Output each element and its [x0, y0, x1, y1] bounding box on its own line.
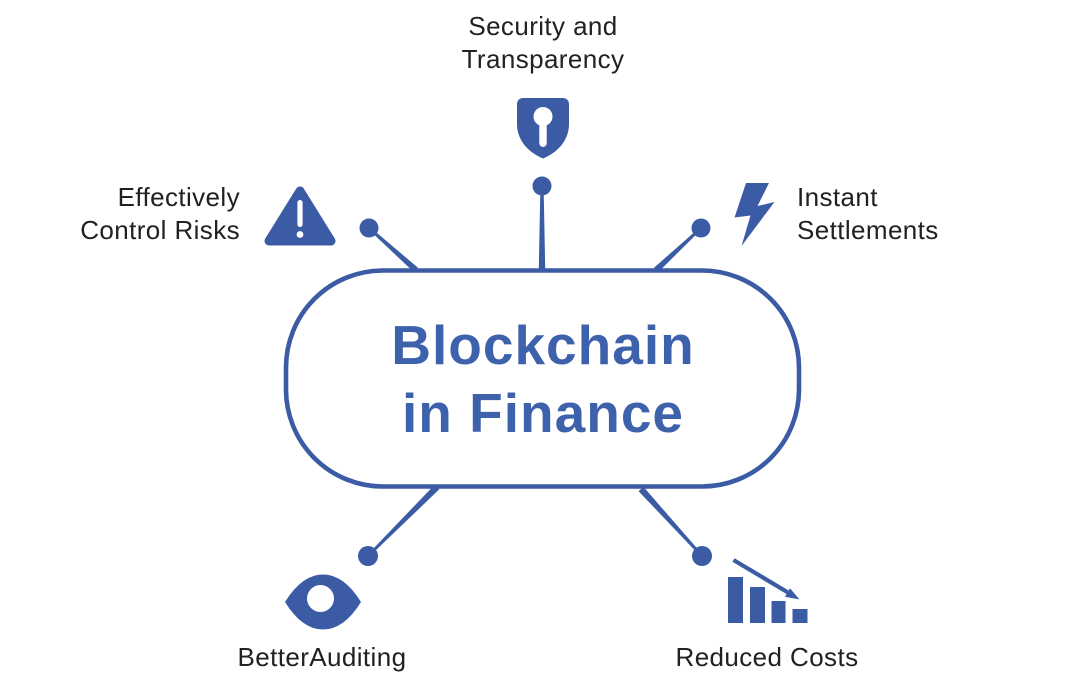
shield-lock-icon — [517, 98, 569, 159]
center-title-line1: Blockchain — [391, 314, 695, 376]
spoke-lower-right — [638, 486, 703, 557]
dot-upper-right — [691, 218, 711, 238]
label-instant-settlements: Instant Settlements — [797, 181, 1037, 247]
spoke-upper-right — [654, 227, 702, 273]
label-line: BetterAuditing — [237, 642, 407, 672]
dot-upper-left — [359, 218, 379, 238]
center-title: Blockchain in Finance — [293, 311, 793, 447]
label-line: Security and — [468, 11, 618, 41]
dot-lower-left — [358, 546, 378, 566]
dot-lower-right — [692, 546, 712, 566]
label-security-transparency: Security and Transparency — [383, 10, 703, 76]
center-pill-shape — [283, 268, 802, 489]
spoke-upper-left — [368, 227, 418, 273]
spoke-top — [538, 186, 546, 269]
dot-top — [532, 176, 552, 196]
label-effectively-control-risks: Effectively Control Risks — [18, 181, 240, 247]
label-line: Transparency — [461, 44, 625, 74]
eye-icon — [285, 574, 361, 630]
spoke-lower-left — [367, 484, 440, 557]
label-reduced-costs: Reduced Costs — [607, 641, 927, 674]
label-line: Effectively — [117, 182, 240, 212]
center-title-line2: in Finance — [402, 382, 684, 444]
label-better-auditing: BetterAuditing — [162, 641, 482, 674]
warning-triangle-icon — [264, 186, 336, 246]
lightning-bolt-icon — [734, 183, 775, 246]
label-line: Reduced Costs — [675, 642, 859, 672]
label-line: Instant — [797, 182, 878, 212]
label-line: Settlements — [797, 215, 939, 245]
bar-chart-declining-icon — [728, 558, 808, 623]
label-line: Control Risks — [80, 215, 240, 245]
